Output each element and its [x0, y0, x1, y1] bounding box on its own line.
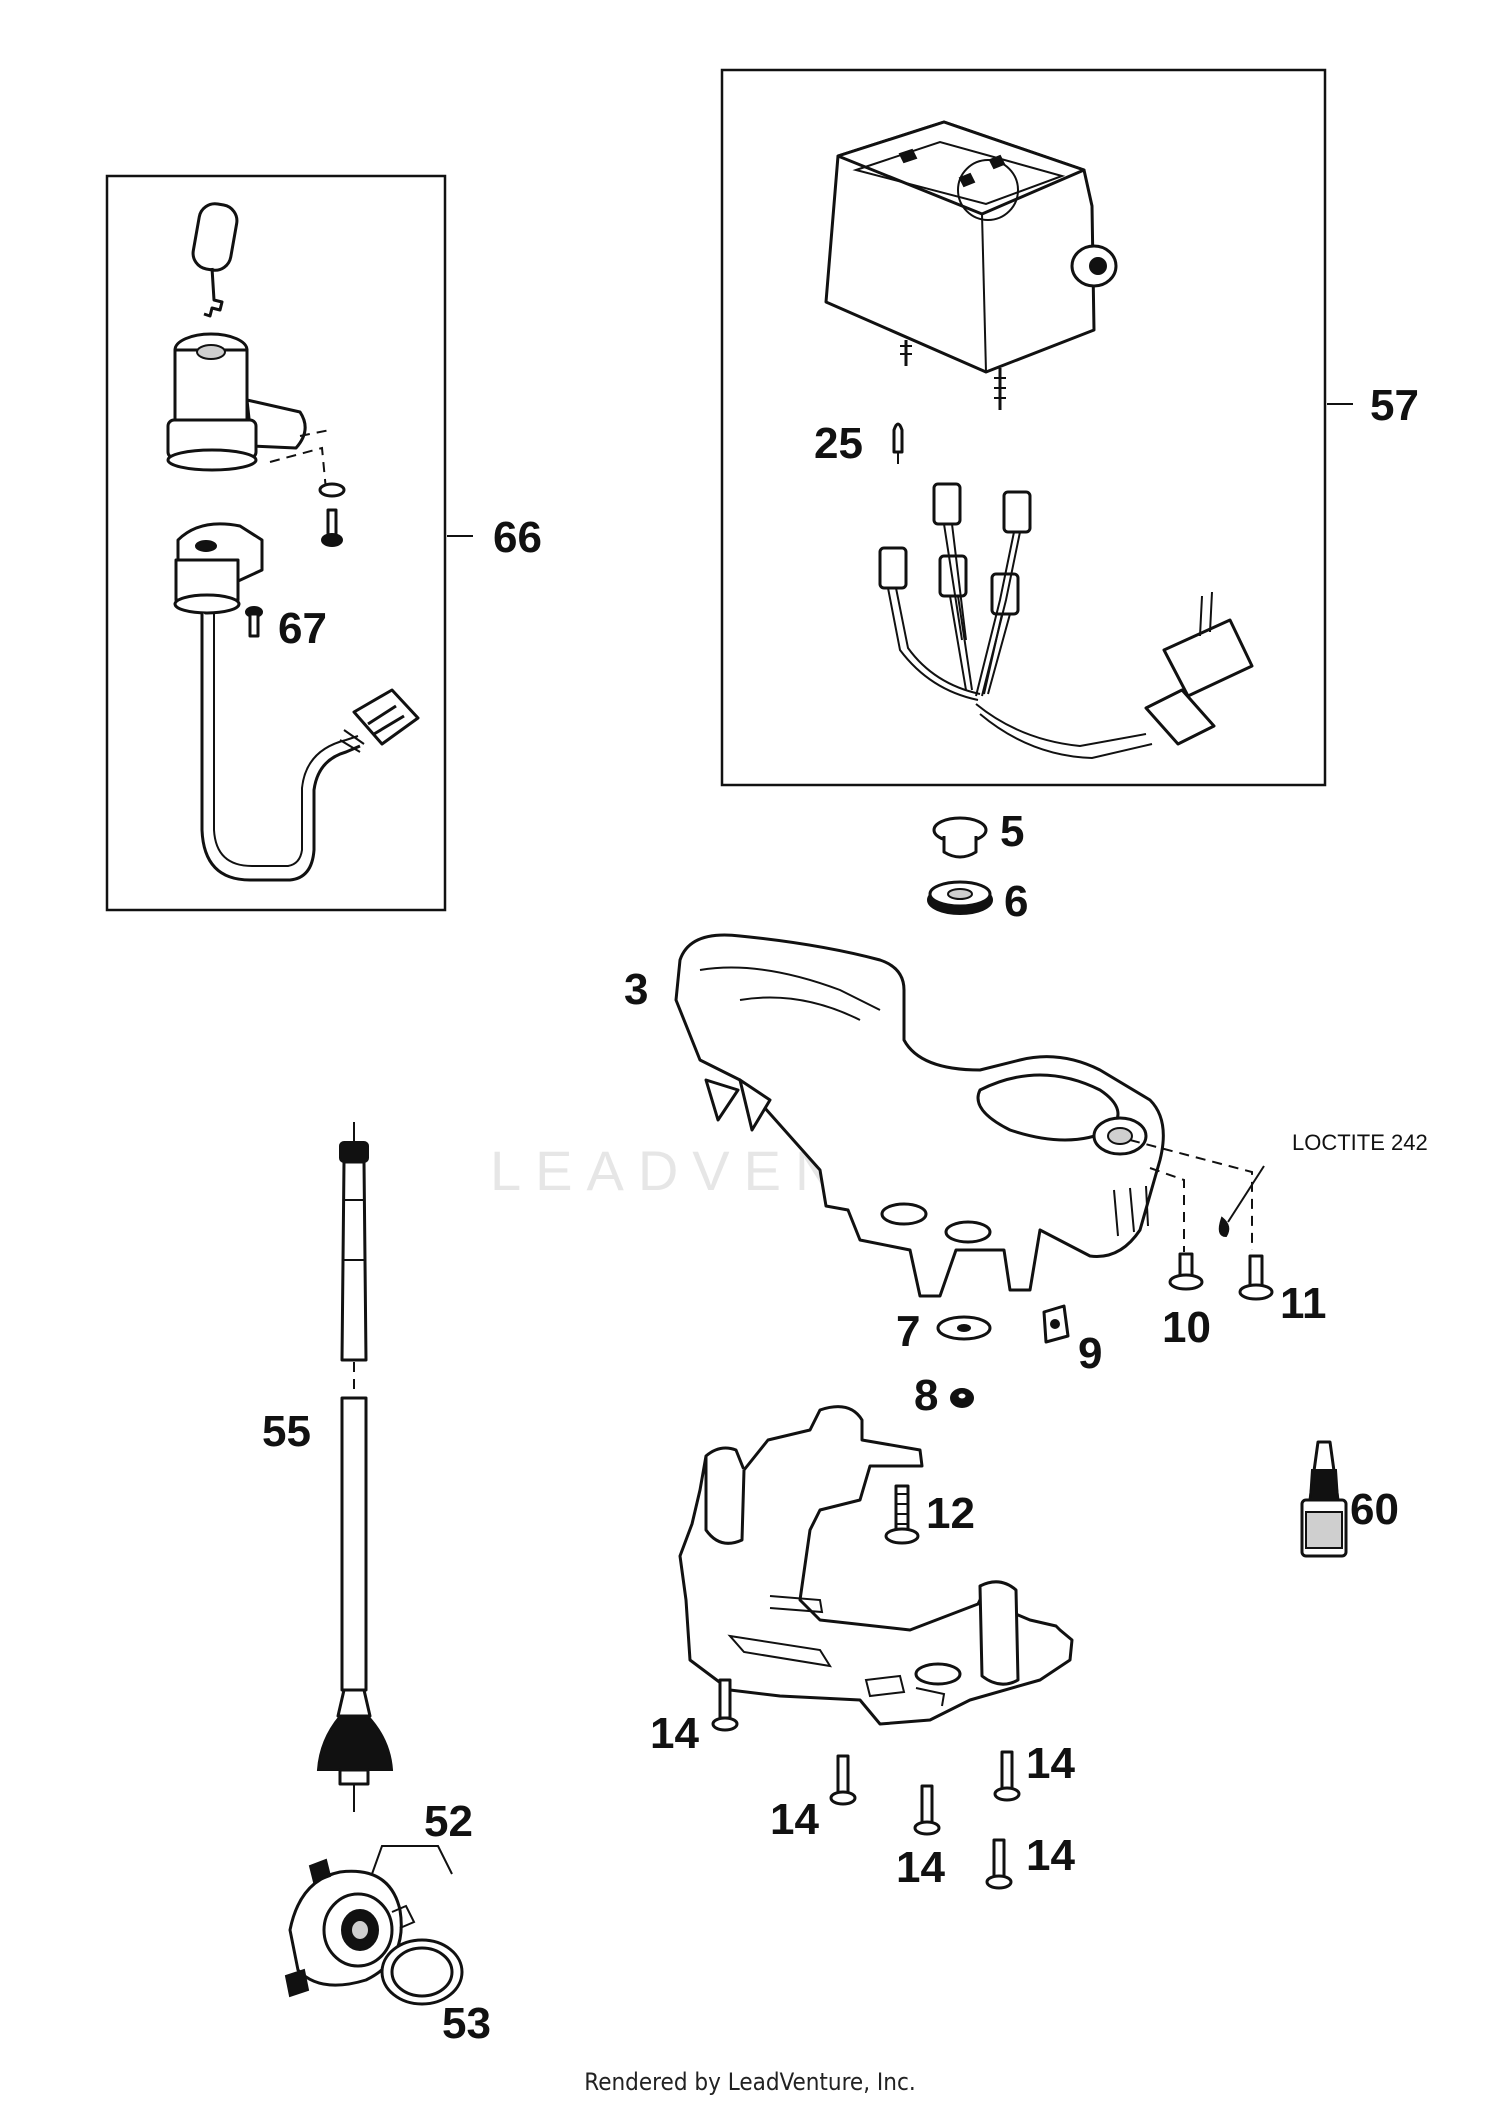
- screw-10-illustration: [1168, 1252, 1204, 1291]
- loctite-note: LOCTITE 242: [1292, 1130, 1428, 1155]
- speedometer-group: 57 25: [720, 68, 1419, 787]
- bulb-25-illustration: [892, 422, 904, 464]
- callout-3: 3: [624, 965, 648, 1014]
- screw-67-illustration: [245, 606, 263, 638]
- callout-7: 7: [896, 1307, 920, 1356]
- callout-66: 66: [493, 513, 542, 562]
- ignition-switch-group: 66 67: [105, 174, 542, 912]
- clip-9-illustration: [1042, 1304, 1070, 1344]
- screw-12-illustration: [884, 1484, 920, 1545]
- loctite-bottle-60-illustration: [1300, 1440, 1348, 1558]
- callout-60: 60: [1350, 1485, 1399, 1534]
- callout-53: 53: [442, 1999, 491, 2048]
- screw-14-b-illustration: [829, 1754, 857, 1806]
- callout-14-e: 14: [1026, 1831, 1075, 1880]
- callout-10: 10: [1162, 1303, 1211, 1352]
- speedometer-cable-55-illustration: [316, 1122, 394, 1812]
- callout-52: 52: [424, 1797, 473, 1846]
- callout-9: 9: [1078, 1329, 1102, 1378]
- washer-illustration: [318, 482, 346, 498]
- callout-55: 55: [262, 1407, 311, 1456]
- lower-bracket-illustration: [678, 1405, 1074, 1726]
- callout-12: 12: [926, 1489, 975, 1538]
- callout-14-c: 14: [1026, 1739, 1075, 1788]
- ignition-switch-illustration: [173, 522, 264, 615]
- callout-8: 8: [914, 1371, 938, 1420]
- ignition-connector-illustration: [339, 688, 420, 753]
- callout-11: 11: [1280, 1279, 1327, 1328]
- screw-14-a-illustration: [711, 1678, 739, 1732]
- screw-14-e-illustration: [985, 1838, 1013, 1890]
- ignition-switch-box: [105, 174, 447, 912]
- grommet-6-illustration: [927, 880, 993, 915]
- speedometer-box: [720, 68, 1327, 787]
- washer-7-illustration: [936, 1315, 992, 1341]
- callout-14-a: 14: [650, 1709, 699, 1758]
- screw-14-d-illustration: [913, 1784, 941, 1836]
- retaining-ring-53-illustration: [380, 1938, 464, 2006]
- speedometer-drive-52-illustration: [284, 1858, 416, 1998]
- screw-11-illustration: [1238, 1254, 1274, 1301]
- lock-cylinder-illustration: [166, 332, 307, 472]
- callout-25: 25: [814, 419, 863, 468]
- wiring-harness-illustration: [878, 482, 1254, 760]
- callout-14-d: 14: [896, 1843, 945, 1892]
- key-illustration: [191, 202, 239, 318]
- callout-57: 57: [1370, 381, 1419, 430]
- footer-credit: Rendered by LeadVenture, Inc.: [584, 2068, 916, 2096]
- nut-8-illustration: [950, 1388, 974, 1408]
- bracket-3-illustration: [674, 933, 1165, 1298]
- speedometer-illustration: [824, 120, 1118, 410]
- callout-5: 5: [1000, 807, 1024, 856]
- screw-illustration: [321, 508, 343, 547]
- screw-14-c-illustration: [993, 1750, 1021, 1802]
- callout-6: 6: [1004, 877, 1028, 926]
- callout-14-b: 14: [770, 1795, 819, 1844]
- callout-67: 67: [278, 604, 327, 653]
- loctite-drop-icon: [1218, 1216, 1230, 1238]
- grommet-5-illustration: [932, 816, 988, 859]
